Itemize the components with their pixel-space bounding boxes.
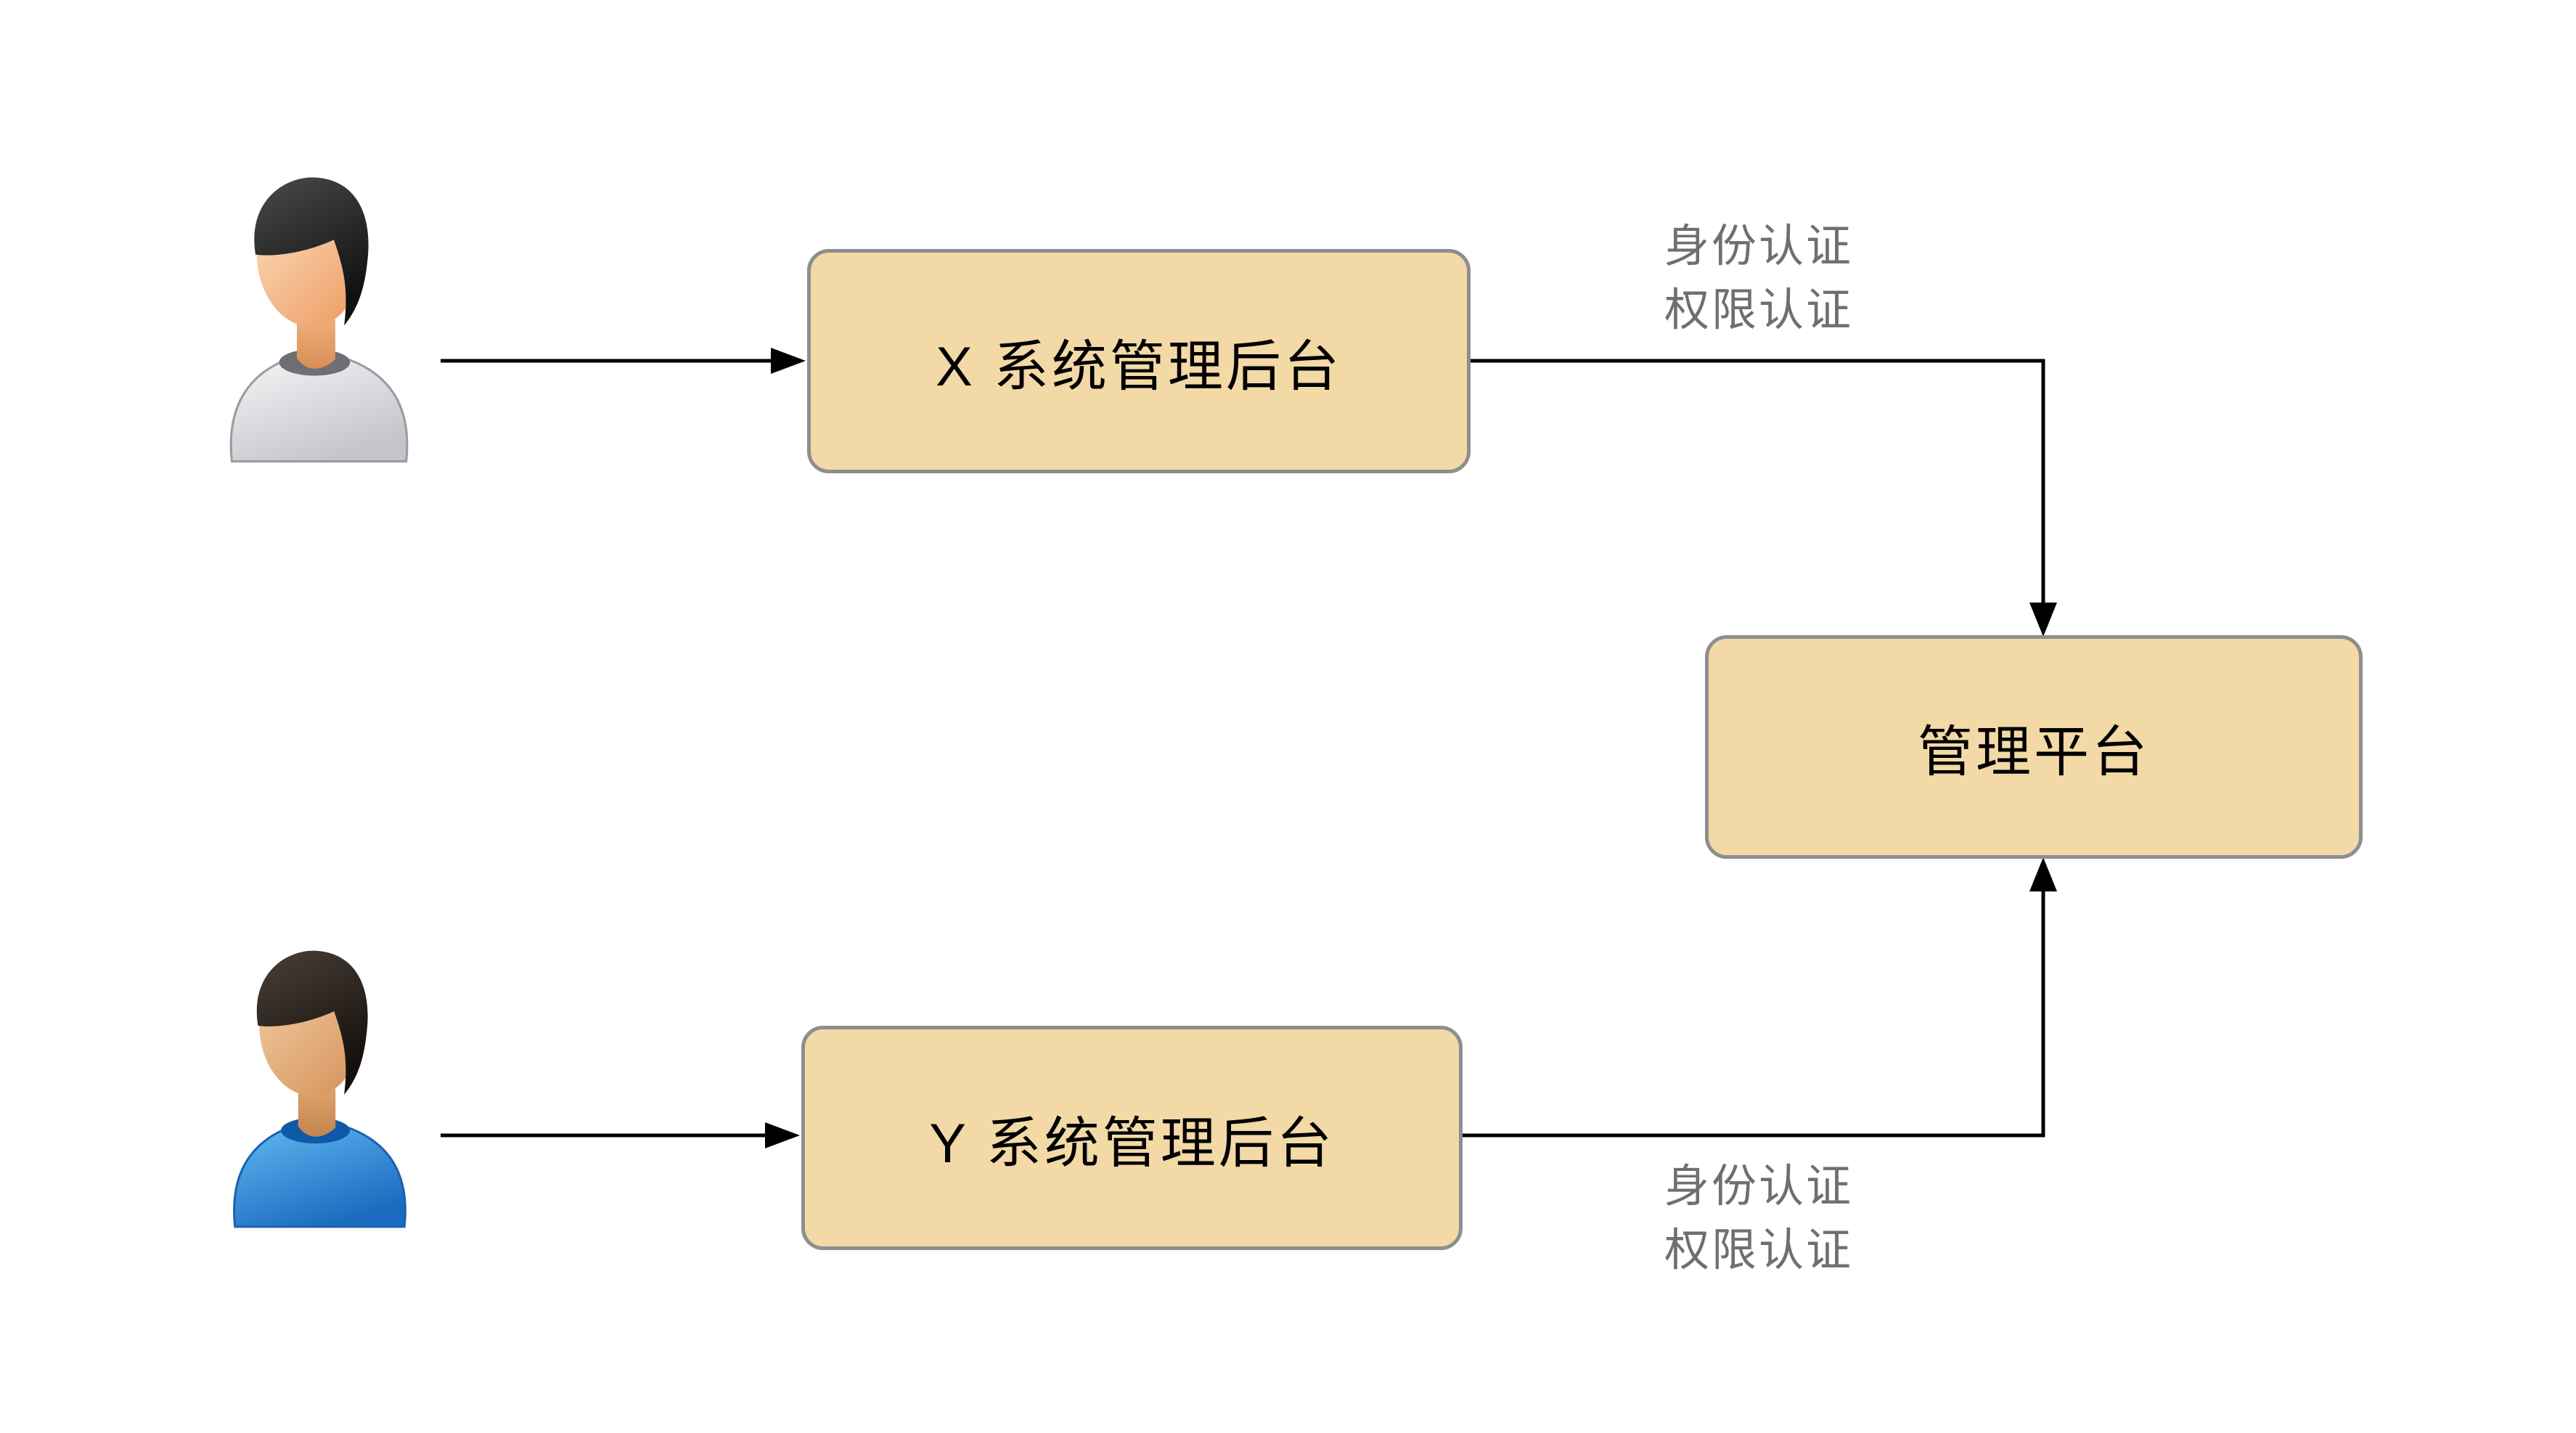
edge-label-bottom-line2: 权限认证 xyxy=(1664,1225,1854,1275)
node-platform-label: 管理平台 xyxy=(1918,722,2150,783)
edge-label-top-line1: 身份认证 xyxy=(1664,221,1854,272)
edge-label-bottom-line1: 身份认证 xyxy=(1664,1161,1854,1212)
node-y-system-label: Y 系统管理后台 xyxy=(929,1112,1335,1175)
arrow-ysystem-to-platform xyxy=(1463,857,2057,1138)
user-y-person-icon xyxy=(233,950,406,1228)
arrow-xsystem-to-platform xyxy=(1471,359,2057,637)
user-x-person-icon xyxy=(229,177,409,463)
edge-label-bottom: 身份认证 权限认证 xyxy=(1664,1155,1853,1283)
node-y-system: Y 系统管理后台 xyxy=(801,1026,1463,1250)
edge-label-top-line2: 权限认证 xyxy=(1664,285,1854,335)
arrow-userx-to-xsystem xyxy=(441,348,806,374)
node-x-system: X 系统管理后台 xyxy=(807,249,1471,473)
edge-label-top: 身份认证 权限认证 xyxy=(1664,215,1853,343)
node-platform: 管理平台 xyxy=(1705,635,2363,859)
node-x-system-label: X 系统管理后台 xyxy=(936,335,1342,398)
arrow-usery-to-ysystem xyxy=(441,1122,800,1148)
